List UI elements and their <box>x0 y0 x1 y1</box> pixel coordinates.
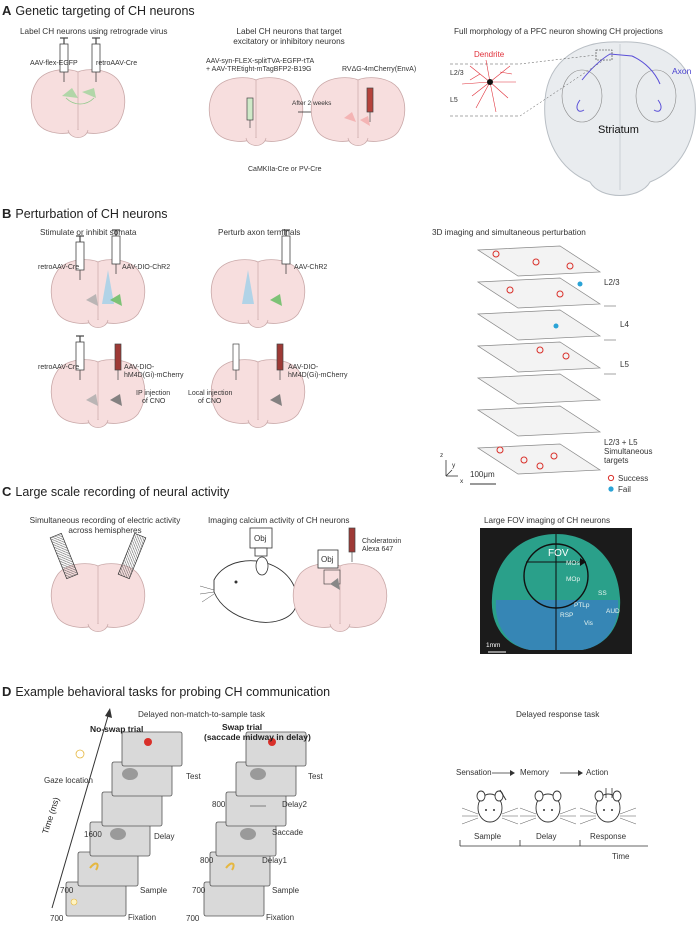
b-scale-label: 100μm <box>470 470 495 479</box>
a-l5-label: L5 <box>450 97 458 104</box>
b-axis-z: z <box>440 452 444 459</box>
panel-a-graphics <box>30 37 696 196</box>
b-retro-2: retroAAV-Cre <box>38 364 80 371</box>
c-ctx-line2: Alexa 647 <box>362 546 394 553</box>
b-axis-x: x <box>460 478 464 485</box>
b-chr2: AAV-ChR2 <box>294 264 328 271</box>
a-virus2-line1: AAV-syn-FLEX-splitTVA-EGFP-tTA <box>206 58 315 65</box>
c-obj-label-1: Obj <box>254 534 267 543</box>
b-caption-1: Stimulate or inhibit somata <box>40 228 137 237</box>
d-gaze-label: Gaze location <box>44 776 93 785</box>
d-ns-time-fixation: 700 <box>50 914 64 923</box>
d-noswap-title: No-swap trial <box>90 724 144 734</box>
c-caption-2: Imaging calcium activity of CH neurons <box>208 516 350 525</box>
panel-d-graphics <box>51 708 648 917</box>
b-hm4d-line2: hM4D(Gi)-mCherry <box>124 372 184 379</box>
c-caption-1-line2: across hemispheres <box>68 526 142 535</box>
b-ip-line2: of CNO <box>142 398 166 405</box>
d-task2-title: Delayed response task <box>516 710 600 719</box>
b-l4-label: L4 <box>620 320 629 329</box>
a-caption-2-line2: excitatory or inhibitory neurons <box>233 37 345 46</box>
a-virus-right: retroAAV-Cre <box>96 60 138 67</box>
d-sw-time-fixation: 700 <box>186 914 200 923</box>
d-sensation-label: Sensation <box>456 768 492 777</box>
d-swap-title-line1: Swap trial <box>222 722 263 732</box>
b-success-label: Success <box>618 474 649 483</box>
d-response-label: Response <box>590 832 627 841</box>
d-sw-test: Test <box>308 772 323 781</box>
c-mos-label: MOs <box>566 560 580 567</box>
b-sim-line3: targets <box>604 456 629 465</box>
d-task1-title: Delayed non-match-to-sample task <box>138 710 265 719</box>
a-dendrite-label: Dendrite <box>474 50 505 59</box>
a-l23-label: L2/3 <box>450 70 464 77</box>
c-mop-label: MOp <box>566 576 581 583</box>
a-axon-label: Axon <box>672 66 692 76</box>
c-caption-1-line1: Simultaneous recording of electric activ… <box>29 516 181 525</box>
b-caption-2: Perturb axon terminals <box>218 228 301 237</box>
a-caption-2-line1: Label CH neurons that target <box>236 27 342 36</box>
d-sw-time-delay1: 800 <box>200 856 214 865</box>
c-ptlp-label: PTLp <box>574 602 590 609</box>
c-ss-label: SS <box>598 590 607 597</box>
d-sample-label: Sample <box>474 832 502 841</box>
b-local-line1: Local injection <box>188 390 233 397</box>
d-ns-sample: Sample <box>140 886 168 895</box>
b-local-line2: of CNO <box>198 398 222 405</box>
b-ip-line1: IP injection <box>136 390 171 397</box>
d-sw-delay2: Delay2 <box>282 800 307 809</box>
a-striatum-label: Striatum <box>598 124 639 136</box>
a-virus2-line2: + AAV-TREtight-mTagBFP2-B19G <box>206 66 312 73</box>
d-delay-label: Delay <box>536 832 557 841</box>
c-scale-label: 1mm <box>486 642 501 649</box>
b-retro-1: retroAAV-Cre <box>38 264 80 271</box>
d-action-label: Action <box>586 768 609 777</box>
c-aud-label: AUD <box>606 608 620 615</box>
d-ns-delay: Delay <box>154 832 175 841</box>
d-swap-title-line2: (saccade midway in delay) <box>204 732 311 742</box>
d-memory-label: Memory <box>520 768 549 777</box>
d-sw-time-delay2: 800 <box>212 800 226 809</box>
a-caption-1: Label CH neurons using retrograde virus <box>20 27 168 36</box>
b-sim-line1: L2/3 + L5 <box>604 438 638 447</box>
c-fov-label: FOV <box>548 548 569 559</box>
b-hm4d2-line2: hM4D(Gi)-mCherry <box>288 372 348 379</box>
c-vis-label: Vis <box>584 620 593 627</box>
b-l23-label: L2/3 <box>604 278 620 287</box>
b-hm4d-line1: AAV-DIO- <box>124 364 155 371</box>
b-sim-line2: Simultaneous <box>604 447 653 456</box>
c-rsp-label: RSP <box>560 612 574 619</box>
d-sw-fixation: Fixation <box>266 913 295 922</box>
b-fail-label: Fail <box>618 485 631 494</box>
panel-c-graphics <box>49 527 632 654</box>
c-obj-label-2: Obj <box>321 555 334 564</box>
d-sw-delay1: Delay1 <box>262 856 287 865</box>
panel-b-graphics <box>50 229 616 492</box>
d-time2-label: Time <box>612 852 630 861</box>
c-ctx-line1: Choleratoxin <box>362 538 402 545</box>
d-sw-sample: Sample <box>272 886 300 895</box>
a-virus-left: AAV-flex-EGFP <box>30 60 78 67</box>
a-virus3: RVΔG-4mCherry(EnvA) <box>342 66 417 73</box>
b-chr2-dio: AAV-DIO-ChR2 <box>122 264 171 271</box>
c-caption-3: Large FOV imaging of CH neurons <box>484 516 611 525</box>
b-caption-3: 3D imaging and simultaneous perturbation <box>432 228 586 237</box>
a-caption-3: Full morphology of a PFC neuron showing … <box>454 27 663 36</box>
d-ns-time-delay: 1600 <box>84 830 102 839</box>
d-sw-saccade: Saccade <box>272 828 304 837</box>
d-ns-fixation: Fixation <box>128 913 157 922</box>
d-sw-time-sample: 700 <box>192 886 206 895</box>
d-ns-test: Test <box>186 772 201 781</box>
d-ns-time-sample: 700 <box>60 886 74 895</box>
b-axis-y: y <box>452 462 456 469</box>
a-after-2-weeks: After 2 weeks <box>292 100 332 107</box>
b-hm4d2-line1: AAV-DIO- <box>288 364 319 371</box>
a-cre-line: CaMKIIa-Cre or PV-Cre <box>248 166 322 173</box>
b-l5-label: L5 <box>620 360 629 369</box>
